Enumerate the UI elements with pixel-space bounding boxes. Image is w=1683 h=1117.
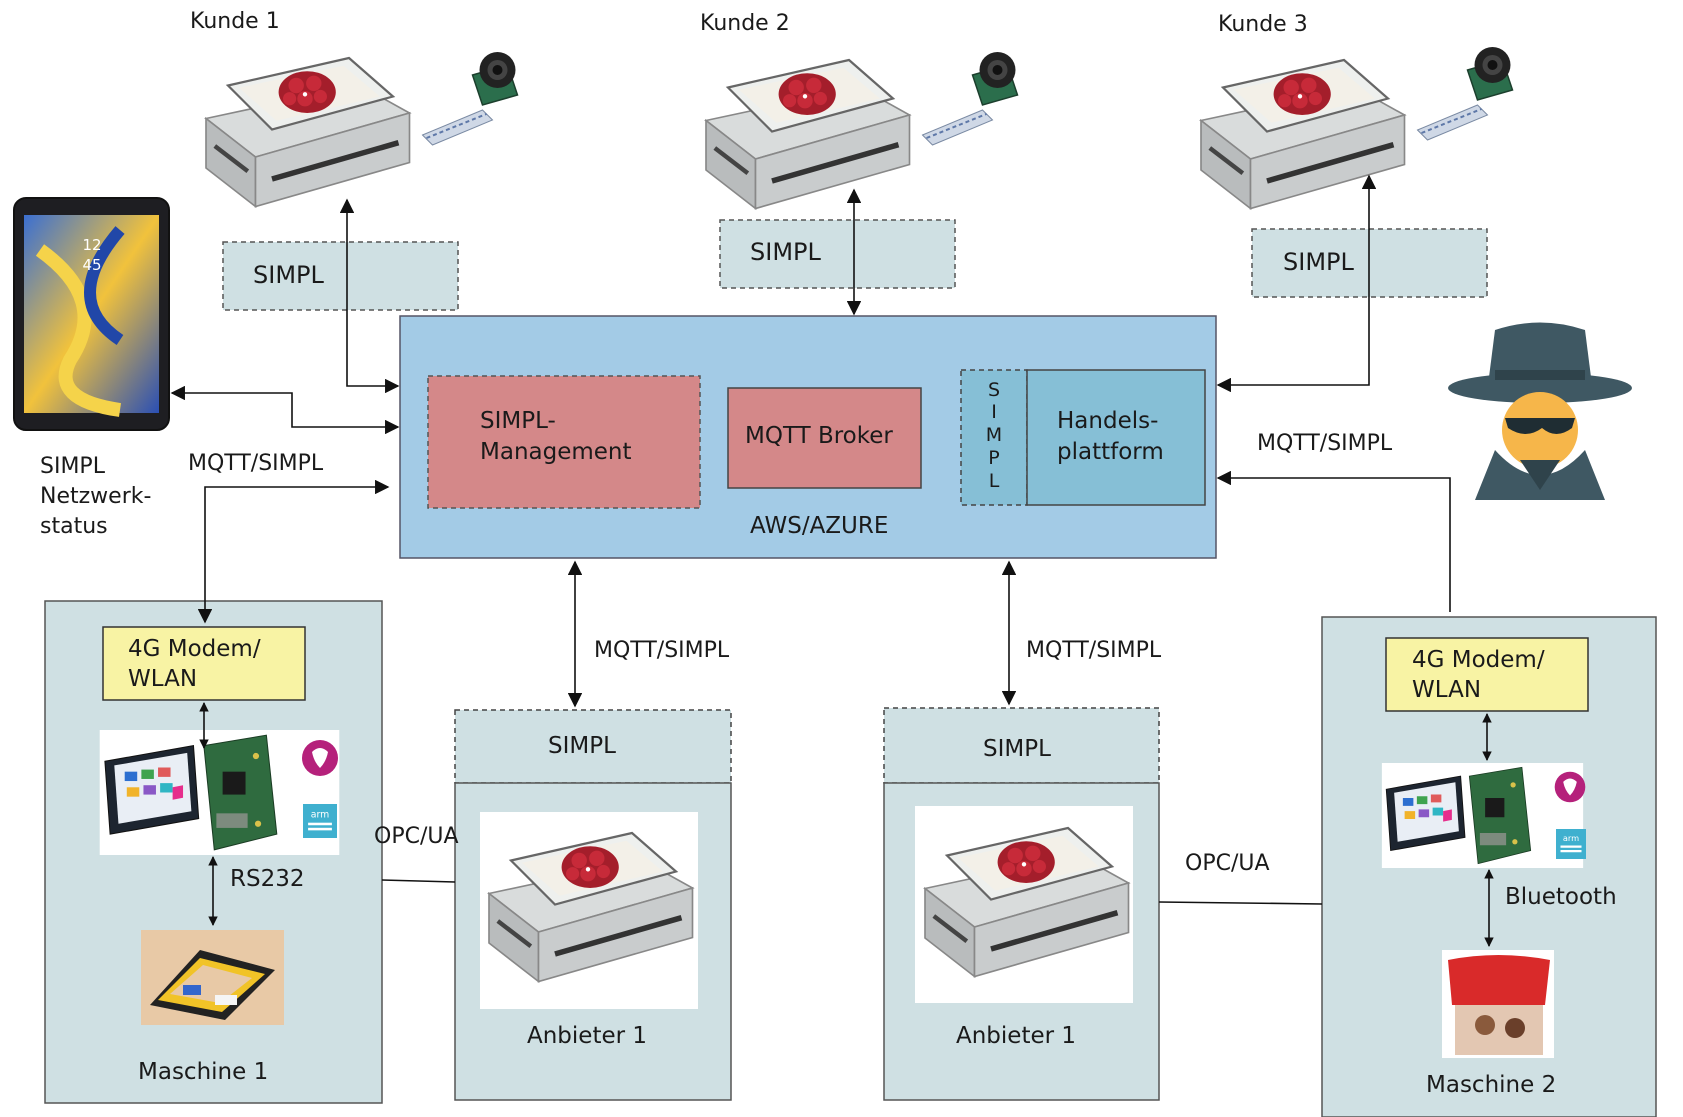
simpl-management-line1: SIMPL- [480, 408, 556, 434]
machine-1-label: Maschine 1 [138, 1059, 268, 1085]
simpl-management-line2: Management [480, 439, 632, 465]
raspberry-pi-icon [206, 58, 410, 207]
interface-right-label: Bluetooth [1505, 884, 1617, 910]
customer-3-label: Kunde 3 [1218, 12, 1308, 37]
simpl-vertical-s: S [988, 379, 1000, 401]
link-right-station-cloud [1216, 470, 1451, 612]
raspberry-pi-icon [706, 60, 910, 209]
mbed-board-icon [1381, 763, 1584, 868]
customer-2: Kunde 2 SIMPL [700, 11, 1019, 289]
modem-left-line1: 4G Modem/ [128, 636, 261, 662]
tablet-label-line2: Netzwerk- [40, 484, 151, 509]
modem-left-box [102, 626, 306, 701]
simpl-vertical-m: M [986, 424, 1002, 446]
tablet-clock-minutes: 45 [82, 256, 101, 274]
trade-platform-line2: plattform [1057, 439, 1164, 465]
simpl-vertical-p: P [988, 447, 999, 469]
tablet-clock-hours: 12 [82, 236, 101, 254]
arm-mbed-logo-icon [303, 804, 337, 838]
mqtt-label-right: MQTT/SIMPL [1257, 431, 1393, 456]
camera-module-icon [421, 50, 519, 147]
customer-2-simpl-label: SIMPL [750, 238, 821, 266]
provider-1-simpl-label: SIMPL [548, 733, 616, 759]
provider-1-label: Anbieter 1 [527, 1023, 647, 1049]
provider-2-simpl-box [883, 707, 1160, 784]
cloud-platform: AWS/AZURE SIMPL- Management MQTT Broker … [399, 315, 1217, 559]
provider-station-1: SIMPL Anbieter 1 [454, 709, 732, 1101]
trade-platform-box [1026, 369, 1206, 506]
plotter-machine-icon [141, 930, 284, 1025]
provider-station-2: SIMPL Anbieter 1 [883, 707, 1160, 1101]
modem-left-line2: WLAN [128, 666, 197, 692]
customer-1-label: Kunde 1 [190, 9, 280, 34]
tablet-label-line1: SIMPL [40, 454, 106, 479]
customer-3-simpl-label: SIMPL [1283, 248, 1354, 276]
simpl-management-box [427, 375, 701, 509]
camera-module-icon [921, 50, 1019, 147]
arm-mbed-logo-icon [1556, 829, 1586, 859]
provider-2-simpl-label: SIMPL [983, 736, 1051, 762]
simpl-vertical-box [960, 369, 1028, 506]
link-opcua-right [1158, 901, 1323, 905]
brand-logo-icon [302, 740, 338, 776]
raspberry-pi-icon [1201, 60, 1405, 209]
link-customer3-cloud [1216, 174, 1377, 393]
machine-2-label: Maschine 2 [1426, 1072, 1556, 1098]
machine-station-right: 4G Modem/ WLAN Bluetooth Maschine 2 [1321, 616, 1657, 1117]
opcua-label-left: OPC/UA [374, 824, 459, 849]
tablet-label-line3: status [40, 514, 108, 539]
mqtt-broker-box [727, 387, 922, 489]
camera-module-icon [1416, 45, 1514, 142]
link-tablet-cloud [170, 385, 400, 435]
modem-right-line2: WLAN [1412, 677, 1481, 703]
customer-3: Kunde 3 SIMPL [1201, 12, 1514, 298]
modem-right-box [1385, 637, 1589, 712]
brand-logo-icon [1554, 771, 1586, 803]
interface-left-label: RS232 [230, 866, 304, 892]
opcua-label-right: OPC/UA [1185, 851, 1270, 876]
machine-station-left: 4G Modem/ WLAN RS232 Maschine 1 [44, 600, 383, 1104]
link-left-station-cloud [197, 479, 390, 624]
modem-right-line1: 4G Modem/ [1412, 647, 1545, 673]
customer-2-label: Kunde 2 [700, 11, 790, 36]
attacker-spy-icon [1448, 322, 1632, 500]
provider-1-simpl-box [454, 709, 732, 784]
link-opcua-left [381, 879, 456, 883]
customer-1: Kunde 1 SIMPL [190, 9, 519, 311]
photo-printer-icon [1442, 950, 1554, 1058]
mqtt-broker-label: MQTT Broker [745, 423, 893, 449]
provider-2-label: Anbieter 1 [956, 1023, 1076, 1049]
mqtt-label-left: MQTT/SIMPL [188, 451, 324, 476]
simpl-vertical-i: I [991, 401, 997, 423]
mqtt-label-provider1: MQTT/SIMPL [594, 638, 730, 663]
mqtt-label-provider2: MQTT/SIMPL [1026, 638, 1162, 663]
customer-2-simpl-box [719, 219, 956, 289]
trade-platform-line1: Handels- [1057, 408, 1158, 434]
tablet: 12 45 SIMPL Netzwerk- status [13, 197, 170, 539]
link-labels: MQTT/SIMPL MQTT/SIMPL MQTT/SIMPL MQTT/SI… [188, 431, 1393, 876]
customer-1-simpl-label: SIMPL [253, 261, 324, 289]
cloud-label: AWS/AZURE [750, 513, 888, 539]
connectors [170, 174, 1494, 947]
simpl-vertical-l: L [989, 470, 1000, 492]
